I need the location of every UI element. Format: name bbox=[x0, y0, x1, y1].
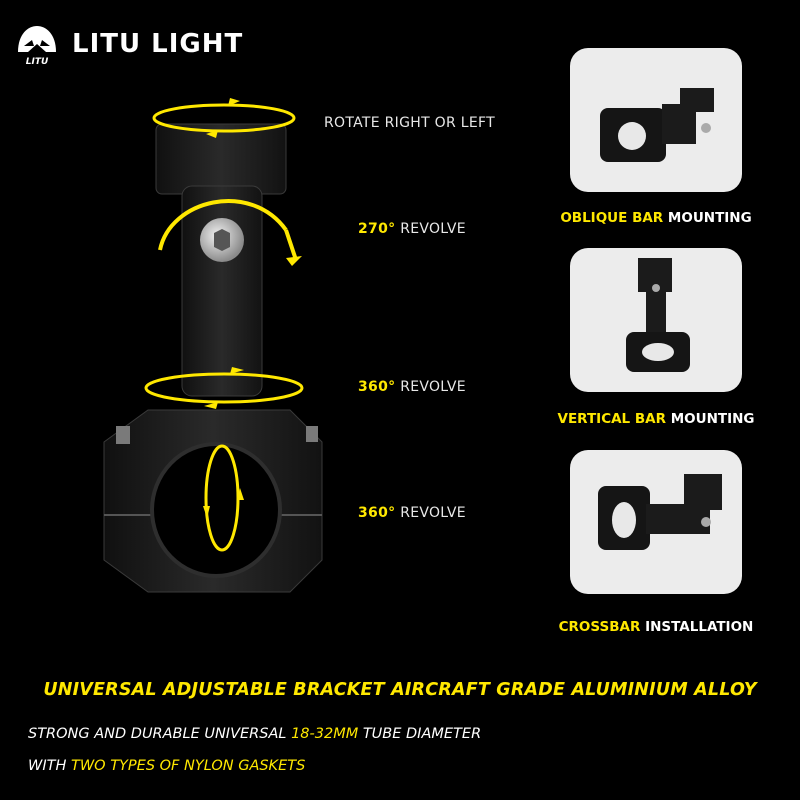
callout-rotate: ROTATE RIGHT OR LEFT bbox=[324, 115, 495, 131]
vertical-bar-mounting-label: VERTICAL BAR MOUNTING bbox=[557, 411, 755, 427]
oblique-bar-mounting-image bbox=[570, 48, 742, 192]
brand: LITU LITU LIGHT bbox=[14, 22, 243, 66]
description-line-1: STRONG AND DURABLE UNIVERSAL 18-32MM TUB… bbox=[28, 726, 482, 742]
litu-logo-icon: LITU bbox=[18, 26, 56, 66]
callout-360-revolve-top: 360° REVOLVE bbox=[358, 379, 466, 395]
crossbar-installation-label: CROSSBAR INSTALLATION bbox=[558, 619, 754, 635]
svg-text:LITU: LITU bbox=[26, 57, 49, 66]
crossbar-installation-image bbox=[570, 450, 742, 594]
headline: UNIVERSAL ADJUSTABLE BRACKET AIRCRAFT GR… bbox=[43, 680, 757, 700]
callout-270-revolve: 270° REVOLVE bbox=[358, 221, 466, 237]
bracket-illustration bbox=[103, 98, 323, 593]
brand-name: LITU LIGHT bbox=[72, 29, 244, 59]
oblique-bar-mounting-label: OBLIQUE BAR MOUNTING bbox=[560, 210, 752, 226]
description-line-2: WITH TWO TYPES OF NYLON GASKETS bbox=[28, 758, 306, 774]
vertical-bar-mounting-image bbox=[570, 248, 742, 392]
callout-360-revolve-bottom: 360° REVOLVE bbox=[358, 505, 466, 521]
